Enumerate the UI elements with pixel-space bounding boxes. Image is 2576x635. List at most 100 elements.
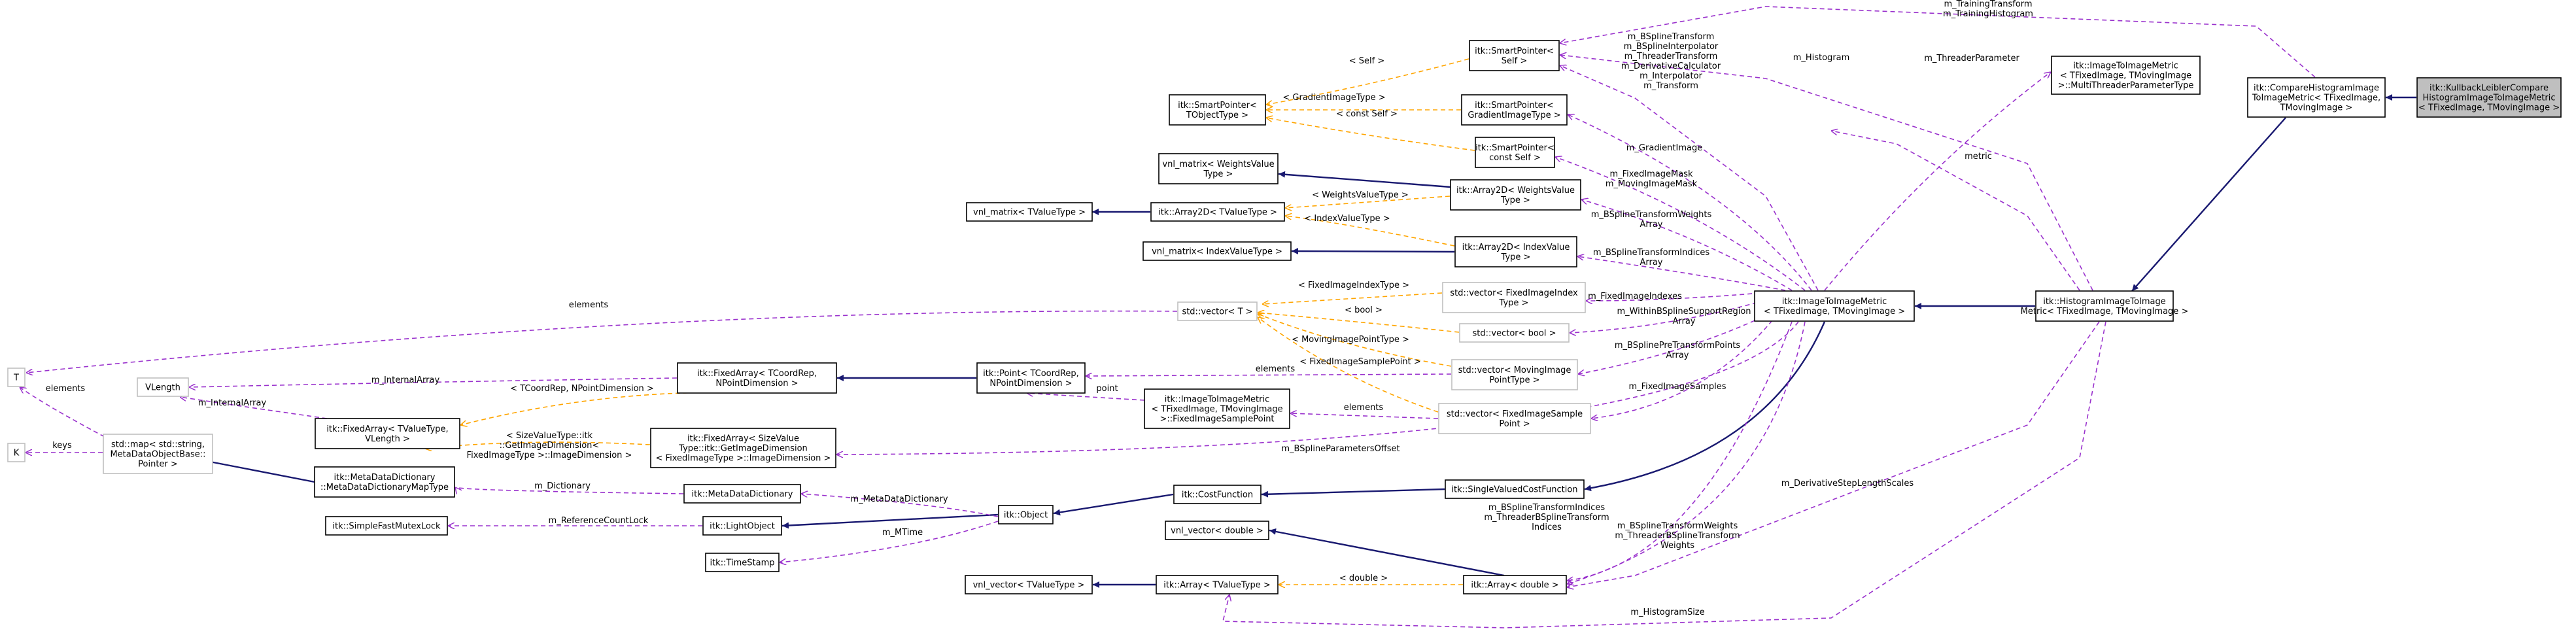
class-node-t[interactable]: T xyxy=(7,368,26,387)
template-edge-bool_tpl xyxy=(1258,313,1460,333)
class-node-arr-tv[interactable]: itk::Array< TValueType > xyxy=(1156,575,1279,594)
class-node-k[interactable]: K xyxy=(7,443,26,462)
class-node-mdd[interactable]: itk::MetaDataDictionary xyxy=(683,484,801,504)
class-node-svcf[interactable]: itk::SingleValuedCostFunction xyxy=(1445,479,1585,499)
class-node-label: itk::KullbackLeiblerCompare xyxy=(2430,84,2549,94)
class-node-kl[interactable]: itk::KullbackLeiblerCompareHistogramImag… xyxy=(2416,77,2562,118)
class-node-sp-const[interactable]: itk::SmartPointer<const Self > xyxy=(1475,137,1555,168)
class-node-label: itk::Point< TCoordRep, xyxy=(983,369,1079,379)
usage-edge-dictionary xyxy=(455,487,684,494)
class-node-arr2d-iv[interactable]: itk::Array2D< IndexValueType > xyxy=(1454,236,1577,267)
class-node-label: VLength xyxy=(145,383,180,393)
edge-label-mp-tpl: < MovingImagePointType > xyxy=(1292,335,1409,345)
usage-edge-meta_dict xyxy=(801,494,999,517)
class-node-label: itk::CompareHistogramImage xyxy=(2254,84,2379,94)
class-node-stdmap[interactable]: std::map< std::string,MetaDataObjectBase… xyxy=(103,434,213,474)
class-node-costfn[interactable]: itk::CostFunction xyxy=(1173,485,1262,504)
edge-label-grad-img: m_GradientImage xyxy=(1626,143,1702,153)
class-node-stdvec-bool[interactable]: std::vector< bool > xyxy=(1459,323,1570,343)
class-node-stdvec-fs[interactable]: std::vector< FixedImageSamplePoint > xyxy=(1438,403,1591,434)
edge-label-bool-tpl: < bool > xyxy=(1345,305,1382,315)
class-node-label: vnl_vector< TValueType > xyxy=(973,581,1085,591)
class-node-histmetric[interactable]: itk::HistogramImageToImageMetric< TFixed… xyxy=(2021,290,2189,322)
edge-label-params-offset: m_BSplineParametersOffset xyxy=(1281,444,1400,454)
inheritance-edge-itim-svcf xyxy=(1584,321,1826,492)
class-node-compare[interactable]: itk::CompareHistogramImageToImageMetric<… xyxy=(2247,77,2386,118)
class-node-vnl-wv[interactable]: vnl_matrix< WeightsValueType > xyxy=(1158,153,1279,184)
template-edge-fs_tpl xyxy=(1258,317,1439,413)
class-node-vnl-iv[interactable]: vnl_matrix< IndexValueType > xyxy=(1142,241,1292,261)
edge-label-bspline-group: m_Interpolator xyxy=(1640,71,1703,81)
class-node-label: PointType > xyxy=(1489,375,1539,385)
edge-label-within: m_WithinBSplineSupportRegion xyxy=(1617,307,1751,317)
class-node-fa-tvalue[interactable]: itk::FixedArray< TValueType,VLength > xyxy=(315,418,460,449)
usage-edge-metric xyxy=(1831,131,2080,291)
class-node-vnl-tv[interactable]: vnl_matrix< TValueType > xyxy=(966,202,1093,222)
class-node-stdvec-t[interactable]: std::vector< T > xyxy=(1177,301,1258,321)
class-node-label: itk::FixedArray< TCoordRep, xyxy=(697,369,817,379)
inheritance-edge-cost-object xyxy=(1053,493,1174,516)
class-node-sp-obj[interactable]: itk::SmartPointer<TObjectType > xyxy=(1169,94,1266,126)
class-node-arr2d-wv[interactable]: itk::Array2D< WeightsValueType > xyxy=(1450,179,1581,211)
usage-edge-point_lbl xyxy=(1027,393,1145,401)
class-node-timestamp[interactable]: itk::TimeStamp xyxy=(705,553,780,572)
class-node-label: Type > xyxy=(1203,169,1233,179)
edge-label-mask: m_MovingImageMask xyxy=(1606,179,1698,189)
class-node-label: >::FixedImageSamplePoint xyxy=(1159,415,1274,424)
class-node-arr-d[interactable]: itk::Array< double > xyxy=(1463,575,1567,594)
edge-label-metric: metric xyxy=(1965,152,1992,162)
class-node-vnl-vd[interactable]: vnl_vector< double > xyxy=(1165,521,1269,540)
inheritance-edge-object-light xyxy=(781,513,999,529)
class-node-label: TObjectType > xyxy=(1186,111,1248,120)
class-node-sp-self[interactable]: itk::SmartPointer<Self > xyxy=(1469,40,1560,71)
class-node-vnl-vtv[interactable]: vnl_vector< TValueType > xyxy=(965,575,1093,594)
edge-label-elements-p: elements xyxy=(1256,364,1296,374)
class-node-fa-size[interactable]: itk::FixedArray< SizeValueType::itk::Get… xyxy=(650,428,836,468)
class-node-mtthread[interactable]: itk::ImageToImageMetric< TFixedImage, TM… xyxy=(2051,56,2201,95)
class-node-label: itk::SmartPointer< xyxy=(1475,143,1554,153)
usage-edge-pre_points xyxy=(1578,313,1770,374)
class-node-sfml[interactable]: itk::SimpleFastMutexLock xyxy=(325,516,448,536)
template-edge-fi_tpl xyxy=(1262,292,1443,304)
class-node-arr2d-tv[interactable]: itk::Array2D< TValueType > xyxy=(1150,202,1285,222)
edge-label-bs-indices-arr: Array xyxy=(1640,258,1662,267)
class-node-point[interactable]: itk::Point< TCoordRep,NPointDimension > xyxy=(976,362,1086,394)
class-node-label: NPointDimension > xyxy=(715,379,798,388)
edge-label-mask: m_FixedImageMask xyxy=(1609,169,1693,179)
class-node-label: std::vector< bool > xyxy=(1473,329,1556,339)
class-node-label: T xyxy=(13,373,19,383)
edge-label-pre-points: m_BSplinePreTransformPoints xyxy=(1615,341,1740,351)
class-node-label: itk::MetaDataDictionary xyxy=(692,490,793,500)
edge-label-hist-size: m_HistogramSize xyxy=(1630,608,1704,617)
class-node-label: itk::SmartPointer< xyxy=(1475,101,1554,111)
class-node-itim[interactable]: itk::ImageToImageMetric< TFixedImage, TM… xyxy=(1754,290,1915,322)
class-node-label: ToImageMetric< TFixedImage, xyxy=(2252,94,2380,103)
class-node-label: Point > xyxy=(1499,419,1530,429)
class-node-label: MetaDataObjectBase:: xyxy=(110,450,205,460)
edge-label-bs-indices: Indices xyxy=(1532,523,1562,532)
inheritance-edge-iv-arr2div xyxy=(1291,248,1455,255)
edge-label-bspline-group: m_Transform xyxy=(1643,81,1698,91)
class-node-label: itk::SingleValuedCostFunction xyxy=(1451,485,1577,495)
class-node-fa-tcoord[interactable]: itk::FixedArray< TCoordRep,NPointDimensi… xyxy=(677,362,837,394)
class-node-label: itk::FixedArray< TValueType, xyxy=(326,424,448,434)
class-node-vlength[interactable]: VLength xyxy=(137,377,189,397)
class-node-label: itk::Array2D< TValueType > xyxy=(1158,208,1277,218)
usage-edge-elements_map xyxy=(20,387,105,438)
class-node-label: HistogramImageToImageMetric xyxy=(2423,94,2556,103)
edge-label-fs-tpl: < FixedImageSamplePoint > xyxy=(1299,357,1420,367)
class-node-label: itk::MetaDataDictionary xyxy=(334,473,436,483)
class-node-stdvec-fi[interactable]: std::vector< FixedImageIndexType > xyxy=(1442,282,1586,313)
class-node-label: itk::SmartPointer< xyxy=(1475,46,1554,56)
class-node-lightobj[interactable]: itk::LightObject xyxy=(702,516,782,536)
class-node-sp-grad[interactable]: itk::SmartPointer<GradientImageType > xyxy=(1461,94,1568,126)
class-node-stdvec-mp[interactable]: std::vector< MovingImagePointType > xyxy=(1451,359,1578,390)
edge-label-index-tpl: < IndexValueType > xyxy=(1304,214,1390,224)
usage-edge-within xyxy=(1570,298,1773,333)
class-node-mdd-map[interactable]: itk::MetaDataDictionary::MetaDataDiction… xyxy=(314,466,455,498)
edge-label-bspline-group: m_BSplineInterpolator xyxy=(1624,42,1719,52)
class-node-fisp[interactable]: itk::ImageToImageMetric< TFixedImage, TM… xyxy=(1144,388,1290,429)
class-node-object[interactable]: itk::Object xyxy=(998,505,1054,524)
edge-label-training: m_TrainingTransform xyxy=(1944,0,2032,9)
